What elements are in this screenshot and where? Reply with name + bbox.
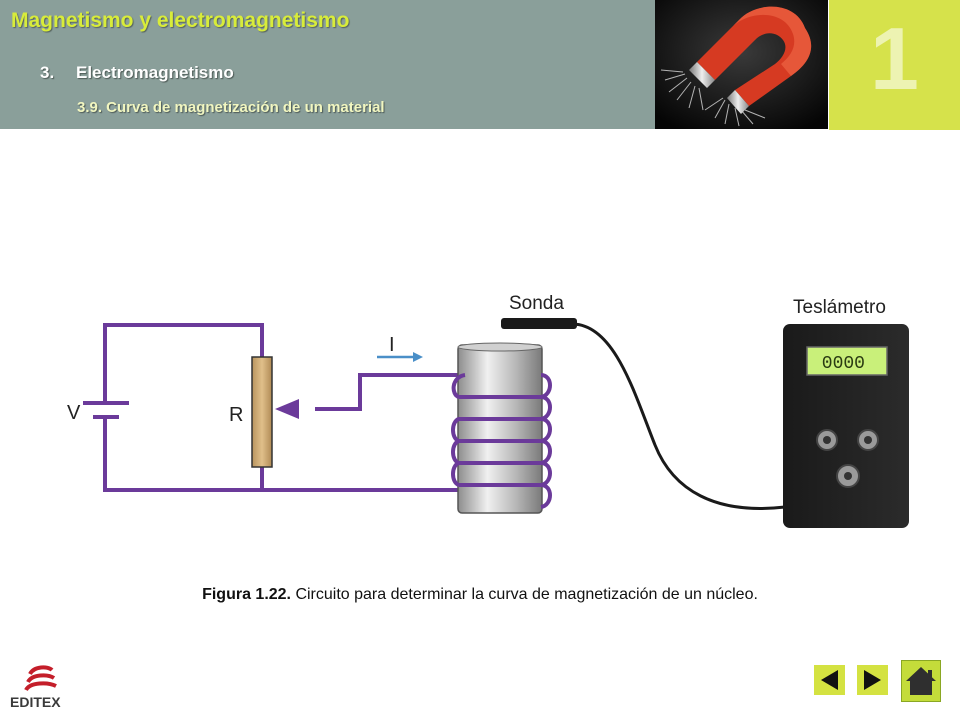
horseshoe-magnet-icon — [655, 0, 828, 129]
iron-core — [457, 342, 543, 514]
triangle-right-icon — [864, 670, 881, 690]
chapter-number: 1 — [870, 9, 919, 108]
label-i: I — [389, 334, 395, 356]
next-button[interactable] — [857, 665, 888, 695]
house-icon — [906, 667, 936, 695]
label-probe: Sonda — [509, 293, 564, 314]
prev-button[interactable] — [814, 665, 845, 695]
current-arrow-icon — [377, 352, 423, 362]
probe-tip — [501, 318, 577, 329]
teslameter-display: 0000 — [822, 354, 865, 374]
home-button[interactable] — [901, 660, 941, 702]
caption-figure-number: Figura 1.22. — [202, 586, 291, 603]
coil-windings — [451, 373, 552, 509]
circuit-wires — [103, 323, 465, 492]
logo-text: EDITEX — [10, 694, 61, 710]
horseshoe-magnet-image — [655, 0, 828, 129]
header: Magnetismo y electromagnetismo 3. Electro… — [0, 0, 960, 130]
teslameter: 0000 — [783, 324, 909, 528]
resistor — [251, 356, 273, 468]
label-teslameter: Teslámetro — [793, 297, 886, 318]
label-r: R — [229, 404, 243, 426]
label-v: V — [67, 402, 81, 424]
battery-symbol — [83, 401, 129, 419]
figure-caption: Figura 1.22. Circuito para determinar la… — [0, 586, 960, 604]
main-title: Magnetismo y electromagnetismo — [11, 9, 350, 32]
section-heading: 3. Electromagnetismo — [40, 63, 234, 83]
circuit-figure: V R I Sonda Teslámetro 0000 — [67, 293, 909, 528]
probe-cable — [572, 322, 786, 510]
resistor-wiper-arrow — [275, 399, 299, 419]
section-title: Electromagnetismo — [76, 63, 234, 82]
header-band: Magnetismo y electromagnetismo 3. Electro… — [0, 0, 655, 129]
triangle-left-icon — [821, 670, 838, 690]
chapter-box: 1 — [829, 0, 960, 130]
editex-logo-icon — [24, 665, 57, 692]
editex-logo: EDITEX — [10, 664, 74, 712]
section-number: 3. — [40, 63, 55, 82]
caption-text: Circuito para determinar la curva de mag… — [291, 586, 758, 603]
subsection-heading: 3.9. Curva de magnetización de un materi… — [77, 99, 385, 116]
